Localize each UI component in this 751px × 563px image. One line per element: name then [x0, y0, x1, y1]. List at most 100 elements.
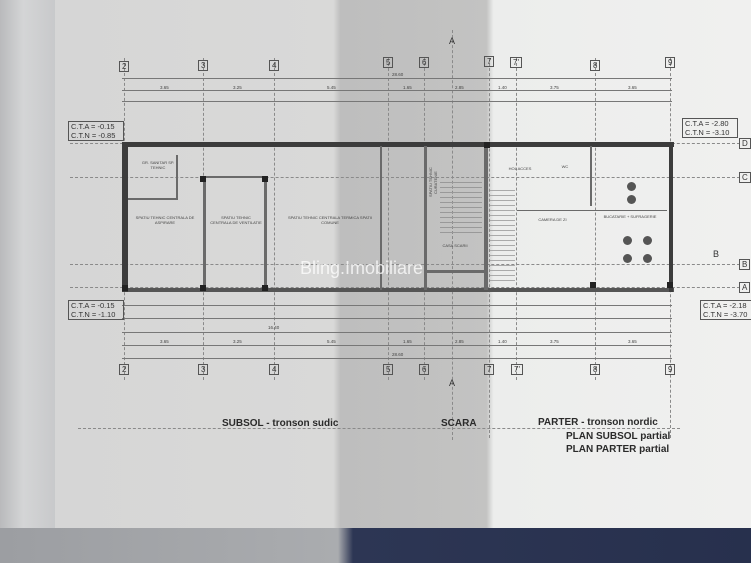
dimension-text: 1.40 — [498, 339, 507, 344]
grid-label: 5 — [383, 57, 394, 68]
grid-line-4 — [274, 58, 275, 380]
level-box-bottom-left: C.T.A = -0.15 C.T.N = -1.10 — [68, 300, 124, 320]
section-baseline — [78, 428, 680, 429]
grid-label: 2 — [119, 61, 130, 72]
grid-line-c — [70, 177, 740, 178]
ctn-value: C.T.N = -1.10 — [71, 310, 116, 319]
grid-label: 2 — [119, 364, 130, 375]
rolled-paper-edge — [0, 0, 58, 563]
section-mark: A — [449, 378, 456, 388]
ctn-value: C.T.N = -0.85 — [71, 131, 116, 140]
grid-label: A — [739, 282, 751, 293]
dimension-text: 3.65 — [160, 339, 169, 344]
dimension-text: 2.85 — [455, 339, 464, 344]
interior-wall — [426, 270, 486, 273]
cta-value: C.T.A = -2.80 — [685, 119, 729, 128]
exterior-wall-west — [122, 142, 128, 292]
section-mark: B — [713, 249, 720, 259]
section-mark: A — [449, 36, 456, 46]
column — [122, 285, 128, 291]
plan-subsol-title: PLAN SUBSOL partial — [566, 431, 671, 442]
dimension-text: 2.85 — [455, 85, 464, 90]
grid-label: C — [739, 172, 751, 183]
dimension-text: 1.40 — [498, 85, 507, 90]
dimension-text: 1.65 — [403, 85, 412, 90]
dimension-text: 3.75 — [550, 85, 559, 90]
dimension-text: 16.40 — [268, 325, 280, 330]
room-label: BUCATARIE + SUFRAGERIE — [603, 214, 657, 219]
grid-label: 6 — [419, 364, 430, 375]
dimension-line — [122, 358, 672, 359]
cta-value: C.T.A = -0.15 — [71, 301, 115, 310]
room-label: WC — [561, 164, 569, 169]
grid-line-7p — [516, 58, 517, 380]
column — [262, 285, 268, 291]
interior-wall — [424, 146, 427, 290]
column — [590, 282, 596, 288]
dimension-line — [122, 332, 672, 333]
level-box-top-right: C.T.A = -2.80 C.T.N = -3.10 — [682, 118, 738, 138]
grid-label: 7' — [511, 364, 523, 375]
dimension-text: 5.45 — [327, 339, 336, 344]
grid-label: 3 — [198, 60, 209, 71]
grid-line-a — [70, 287, 740, 288]
chair — [643, 254, 652, 263]
dimension-line — [122, 345, 672, 346]
dimension-line — [122, 101, 672, 102]
chair — [623, 236, 632, 245]
interior-wall — [380, 146, 382, 290]
room-label: SPATIU TEHNIC CURATENIE — [428, 167, 438, 198]
grid-label: 4 — [269, 60, 280, 71]
grid-label: 4 — [269, 364, 280, 375]
ctn-value: C.T.N = -3.10 — [685, 128, 730, 137]
cta-value: C.T.A = -2.18 — [703, 301, 747, 310]
room-label: CASA SCARII — [442, 243, 468, 248]
interior-wall — [128, 198, 176, 200]
dimension-text: 5.45 — [327, 85, 336, 90]
dimension-line — [122, 305, 672, 306]
chair — [627, 182, 636, 191]
dimension-text: 3.65 — [628, 85, 637, 90]
interior-wall — [203, 176, 206, 290]
grid-line-5 — [388, 58, 389, 380]
room-label: HOL ACCES — [508, 166, 532, 171]
grid-line-b — [70, 264, 740, 265]
dimension-line — [122, 78, 672, 79]
exterior-wall-south — [122, 288, 674, 292]
room-label: CAMERA DE ZI — [538, 217, 567, 222]
dimension-text: 3.65 — [160, 85, 169, 90]
watermark: Bling.Imobiliare — [300, 258, 424, 278]
grid-label: 8 — [590, 60, 601, 71]
grid-label: 7 — [484, 364, 495, 375]
label-parter: PARTER - tronson nordic — [538, 417, 658, 428]
grid-label: 6 — [419, 57, 430, 68]
grid-label: 9 — [665, 57, 676, 68]
cta-value: C.T.A = -0.15 — [71, 122, 115, 131]
exterior-wall-east — [669, 142, 673, 292]
column — [200, 176, 206, 182]
level-box-top-left: C.T.A = -0.15 C.T.N = -0.85 — [68, 121, 124, 141]
label-scara: SCARA — [441, 418, 477, 429]
chair — [627, 195, 636, 204]
column — [200, 285, 206, 291]
grid-line-7 — [489, 58, 490, 438]
label-subsol: SUBSOL - tronson sudic — [222, 418, 339, 429]
chair — [623, 254, 632, 263]
room-label: GR. SANITAR SP. TEHNIC — [141, 160, 175, 170]
grid-label: 9 — [665, 364, 676, 375]
column — [667, 282, 673, 288]
chair — [643, 236, 652, 245]
grid-label: 3 — [198, 364, 209, 375]
grid-line-8 — [595, 58, 596, 380]
interior-wall — [517, 210, 667, 211]
room-label: SPATIU TEHNIC CENTRALA DE VENTILATIE — [210, 215, 262, 225]
room-label: SPATIU TEHNIC CENTRALA DE ASPIRARE — [135, 215, 195, 225]
grid-label: 8 — [590, 364, 601, 375]
interior-wall — [176, 155, 178, 200]
plan-parter-title: PLAN PARTER partial — [566, 444, 670, 455]
dimension-line — [122, 90, 672, 91]
column — [484, 142, 490, 148]
table-surface — [0, 528, 751, 563]
dimension-text: 28.60 — [392, 72, 404, 77]
interior-wall — [205, 176, 265, 178]
